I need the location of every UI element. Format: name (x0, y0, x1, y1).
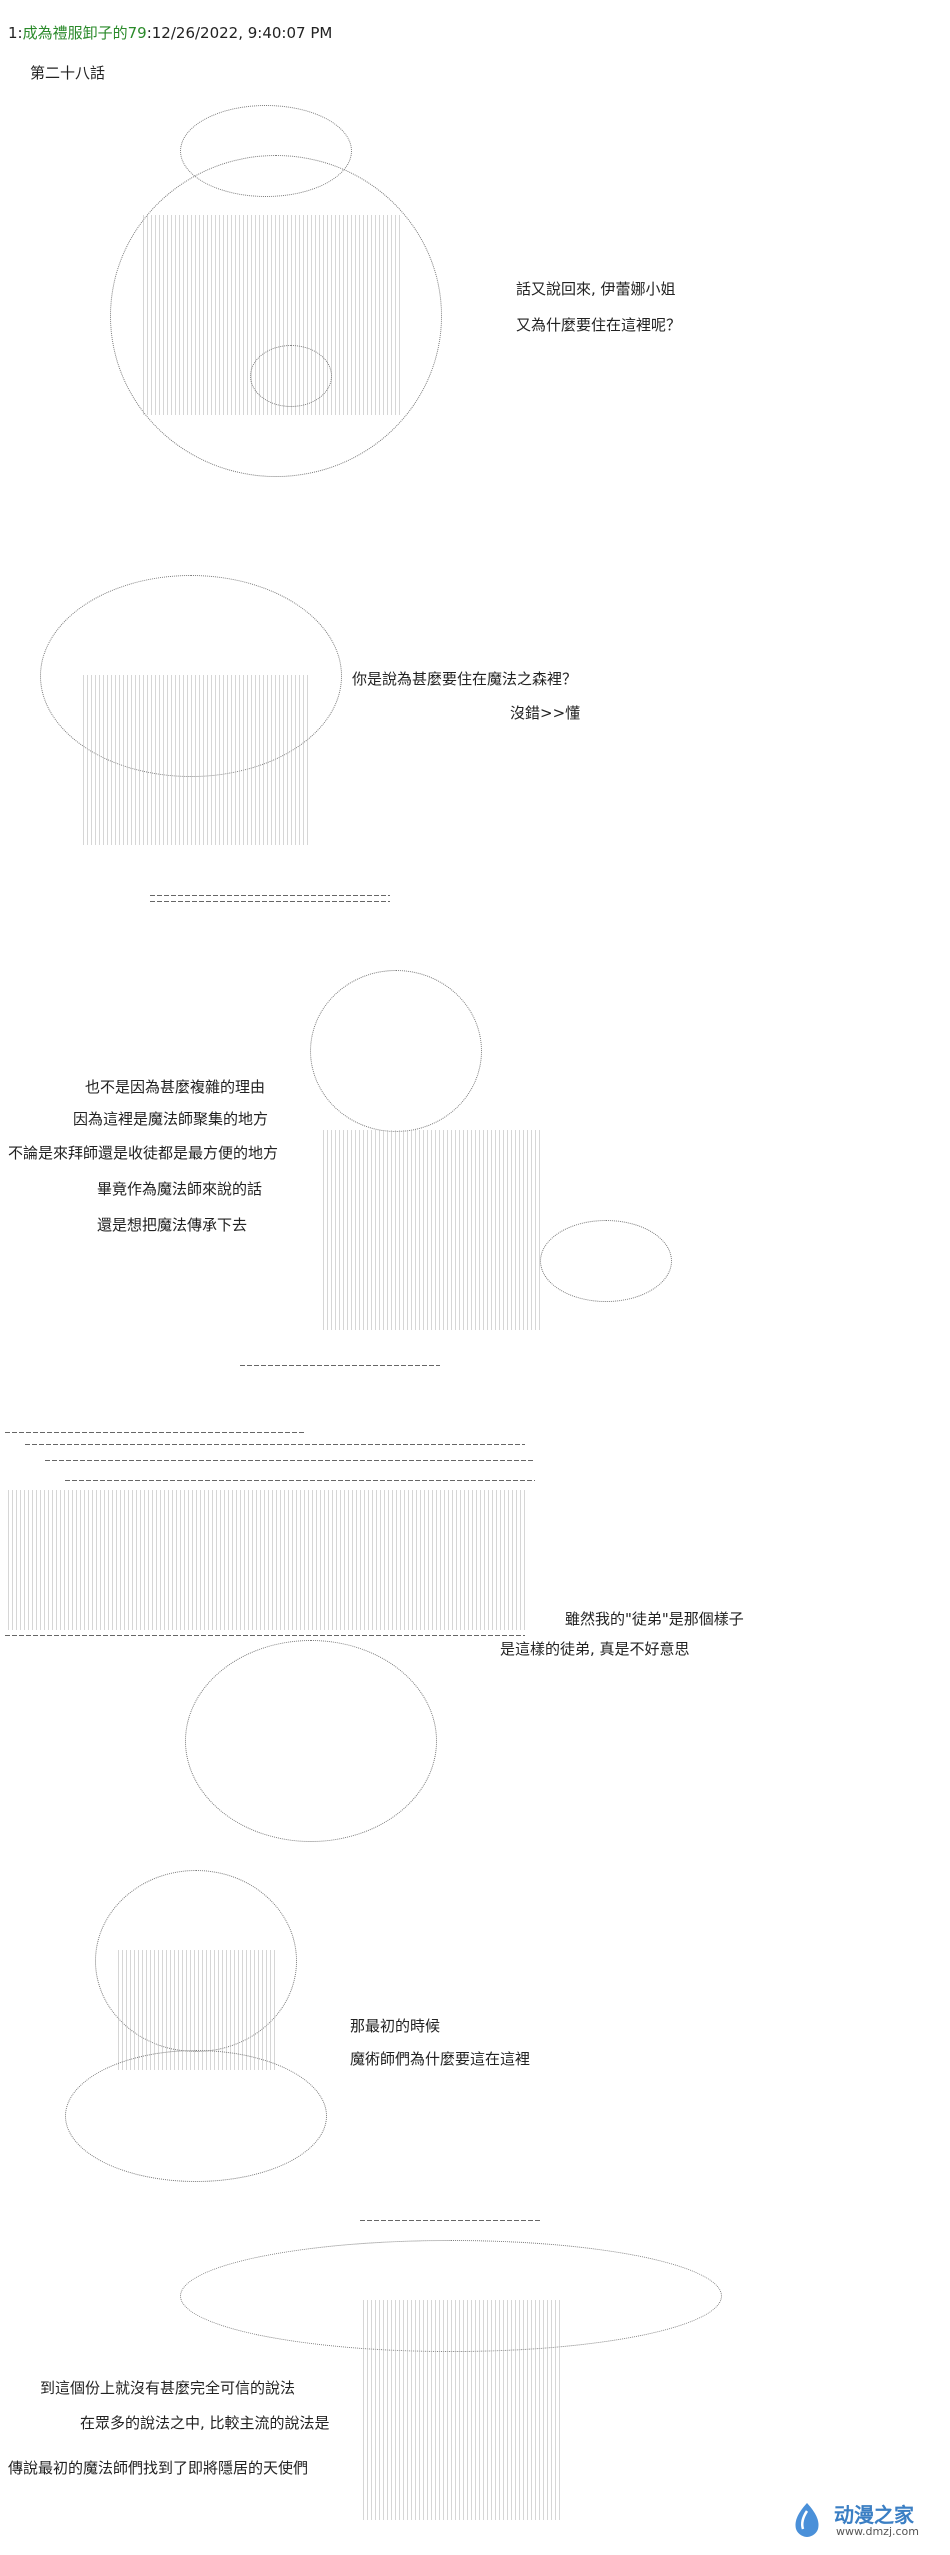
dialog-4a: 雖然我的"徒弟"是那個樣子 (565, 1610, 744, 1628)
dialog-5a: 那最初的時候 (350, 2017, 441, 2035)
watermark-url: www.dmzj.com (836, 2525, 919, 2538)
dialog-3e: 還是想把魔法傳承下去 (97, 1216, 248, 1234)
aa-panel-6 (180, 2200, 722, 2540)
dialog-2b: 沒錯>>懂 (510, 704, 581, 722)
dialog-5b: 魔術師們為什麼要這在這裡 (350, 2050, 531, 2068)
aa-panel-4 (5, 1420, 545, 1850)
aa-panel-5 (55, 1870, 355, 2190)
dialog-2a: 你是說為甚麼要住在魔法之森裡？ (352, 670, 578, 688)
dialog-6b: 在眾多的說法之中, 比較主流的說法是 (80, 2414, 330, 2432)
aa-panel-1 (20, 95, 500, 515)
dialog-3c: 不論是來拜師還是收徒都是最方便的地方 (8, 1144, 279, 1162)
dialog-6c: 傳說最初的魔法師們找到了即將隱居的天使們 (8, 2459, 309, 2477)
dialog-1a: 話又說回來, 伊蕾娜小姐 (516, 280, 676, 298)
watermark-title: 动漫之家 (834, 2503, 914, 2527)
chapter-title: 第二十八話 (30, 64, 106, 82)
post-header: 1:成為禮服卸子的79:12/26/2022, 9:40:07 PM (8, 22, 332, 43)
dialog-6a: 到這個份上就沒有甚麼完全可信的說法 (40, 2379, 296, 2397)
dialog-3d: 畢竟作為魔法師來說的話 (97, 1180, 263, 1198)
aa-panel-2 (0, 555, 420, 915)
poster-name-link[interactable]: 成為禮服卸子的79 (22, 24, 147, 42)
dmzj-logo-icon (795, 2503, 819, 2537)
dialog-1b: 又為什麼要住在這裡呢？ (516, 316, 682, 334)
post-date: :12/26/2022, 9:40:07 PM (146, 24, 333, 42)
aa-panel-3 (210, 960, 690, 1380)
post-number: 1: (8, 24, 23, 42)
dialog-4b: 是這樣的徒弟, 真是不好意思 (500, 1640, 690, 1658)
dialog-3b: 因為這裡是魔法師聚集的地方 (73, 1110, 269, 1128)
dialog-3a: 也不是因為甚麼複雜的理由 (85, 1078, 266, 1096)
site-watermark: 动漫之家 www.dmzj.com (790, 2497, 940, 2543)
